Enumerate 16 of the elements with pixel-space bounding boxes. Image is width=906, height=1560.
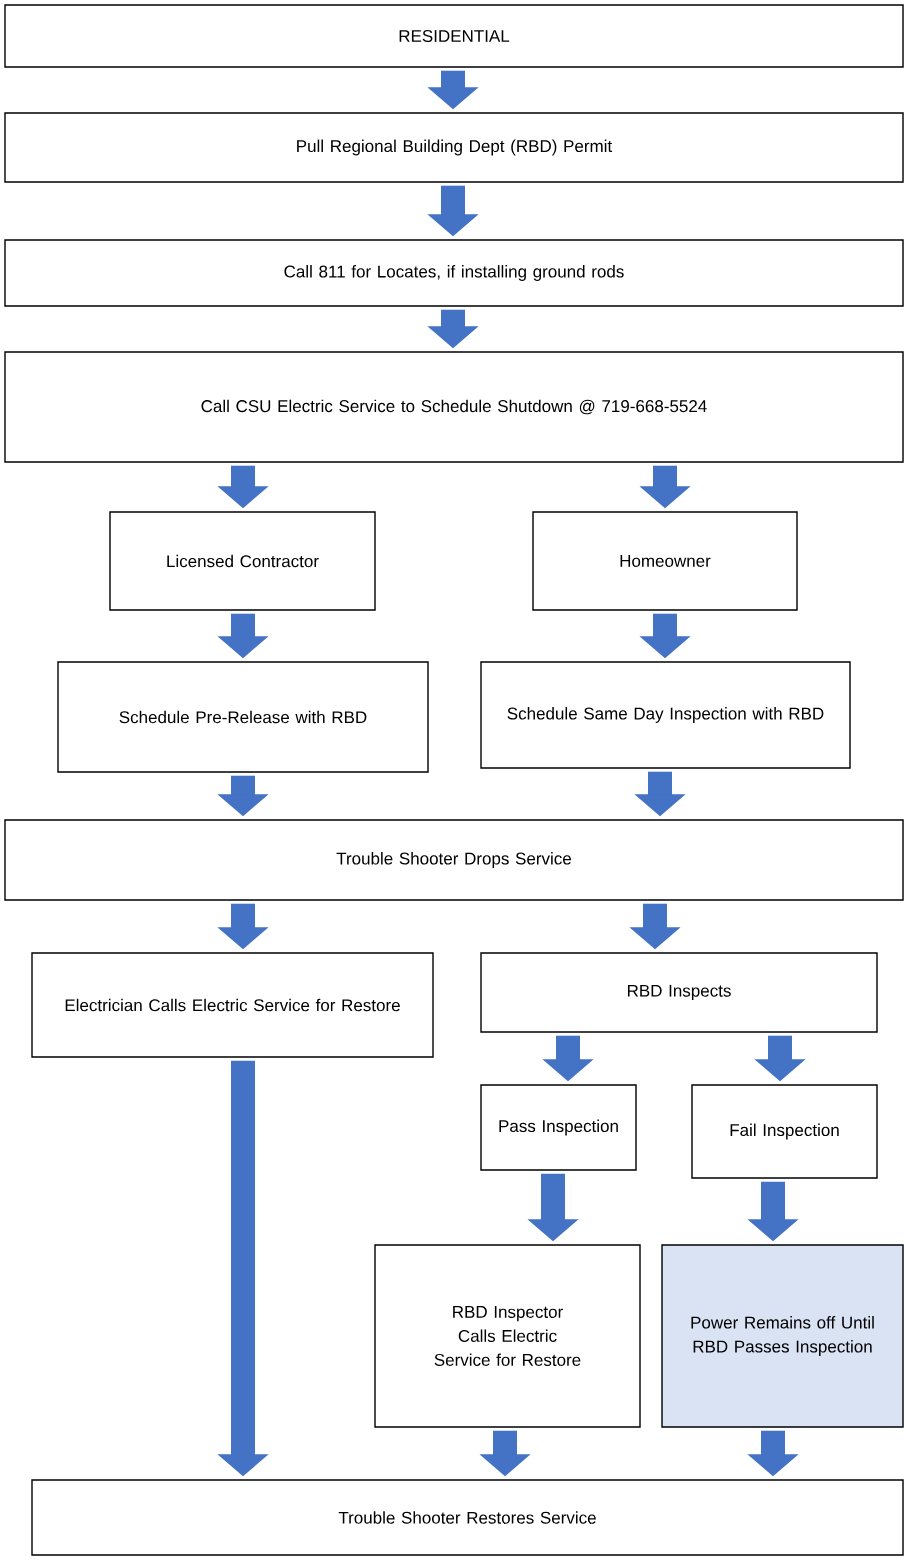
process-box: Licensed Contractor [109,511,376,611]
process-box: RESIDENTIAL [4,4,904,68]
process-box: Pull Regional Building Dept (RBD) Permit [4,112,904,183]
process-box: Call CSU Electric Service to Schedule Shutdown @ 719-668-5524 [4,351,904,463]
process-box: Homeowner [532,511,798,611]
process-box: Fail Inspection [691,1084,878,1179]
process-box: RBD Inspects [480,952,878,1033]
process-box: Trouble Shooter Restores Service [31,1479,904,1556]
process-box: Schedule Same Day Inspection with RBD [480,661,851,769]
process-box: Schedule Pre-Release with RBD [57,661,429,773]
process-box: Power Remains off Until RBD Passes Inspection [661,1244,904,1428]
process-box: Call 811 for Locates, if installing ground rods [4,239,904,307]
process-box: Pass Inspection [480,1084,637,1171]
process-box: Trouble Shooter Drops Service [4,819,904,901]
process-box: Electrician Calls Electric Service for Restore [31,952,434,1058]
process-box: RBD Inspector Calls Electric Service for Restore [374,1244,641,1428]
